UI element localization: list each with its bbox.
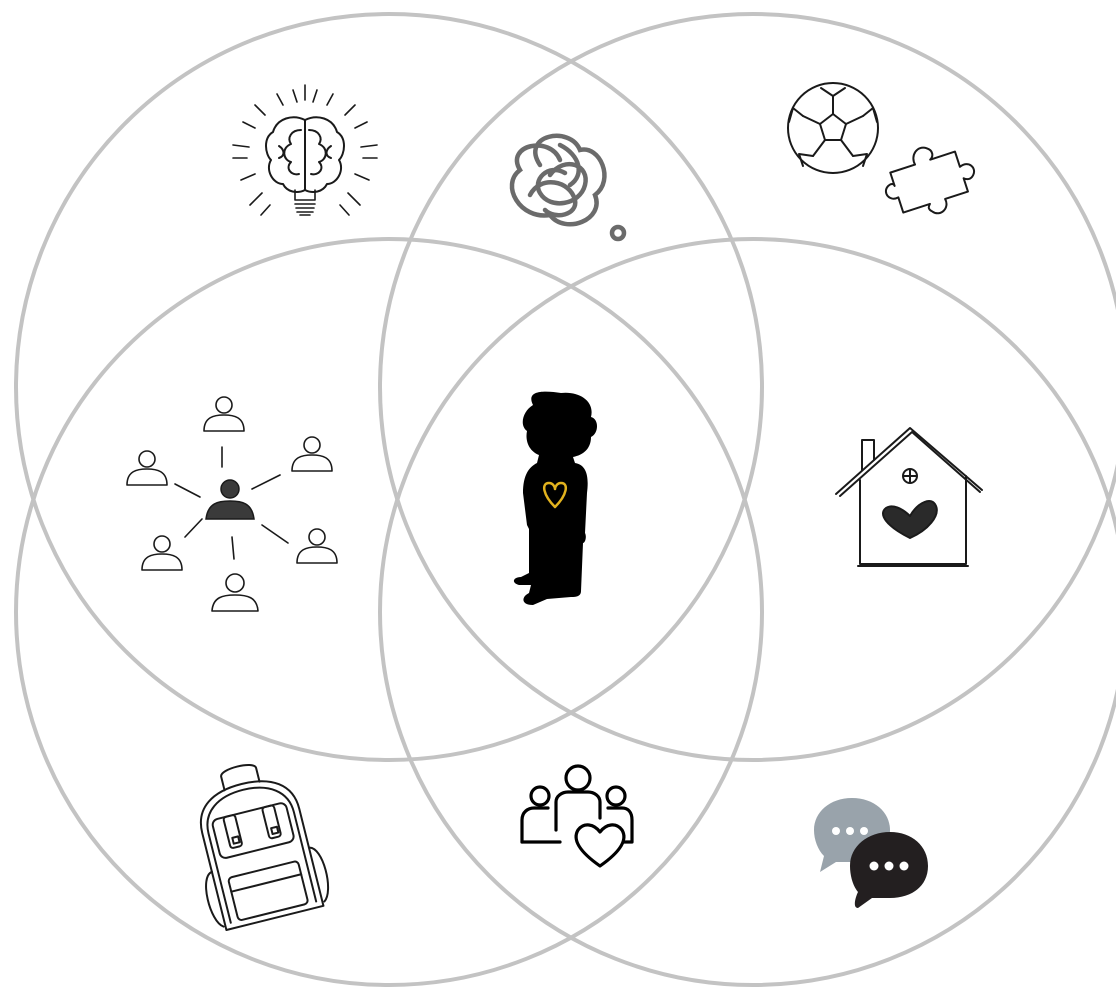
heart-icon bbox=[542, 481, 568, 509]
ring-top-left bbox=[14, 12, 764, 762]
family-heart-icon bbox=[520, 764, 634, 868]
chat-bubble-front-icon bbox=[850, 832, 928, 908]
ring-bottom-left bbox=[14, 237, 764, 987]
ring-bottom-right bbox=[378, 237, 1116, 987]
lightbulb-brain-icon bbox=[232, 84, 378, 216]
chat-bubbles-icon bbox=[814, 798, 928, 908]
house-heart-icon bbox=[835, 427, 983, 567]
venn-rings bbox=[14, 12, 1116, 987]
ring-top-right bbox=[378, 12, 1116, 762]
puzzle-piece-icon bbox=[884, 146, 976, 215]
ball-puzzle-icon bbox=[787, 82, 976, 215]
child-heart-silhouette-icon bbox=[513, 391, 597, 605]
scribble-thought-icon bbox=[509, 133, 627, 242]
center-person-icon bbox=[205, 479, 255, 520]
soccer-ball-icon bbox=[787, 82, 879, 174]
backpack-icon bbox=[199, 764, 330, 932]
people-network-icon bbox=[126, 396, 338, 612]
